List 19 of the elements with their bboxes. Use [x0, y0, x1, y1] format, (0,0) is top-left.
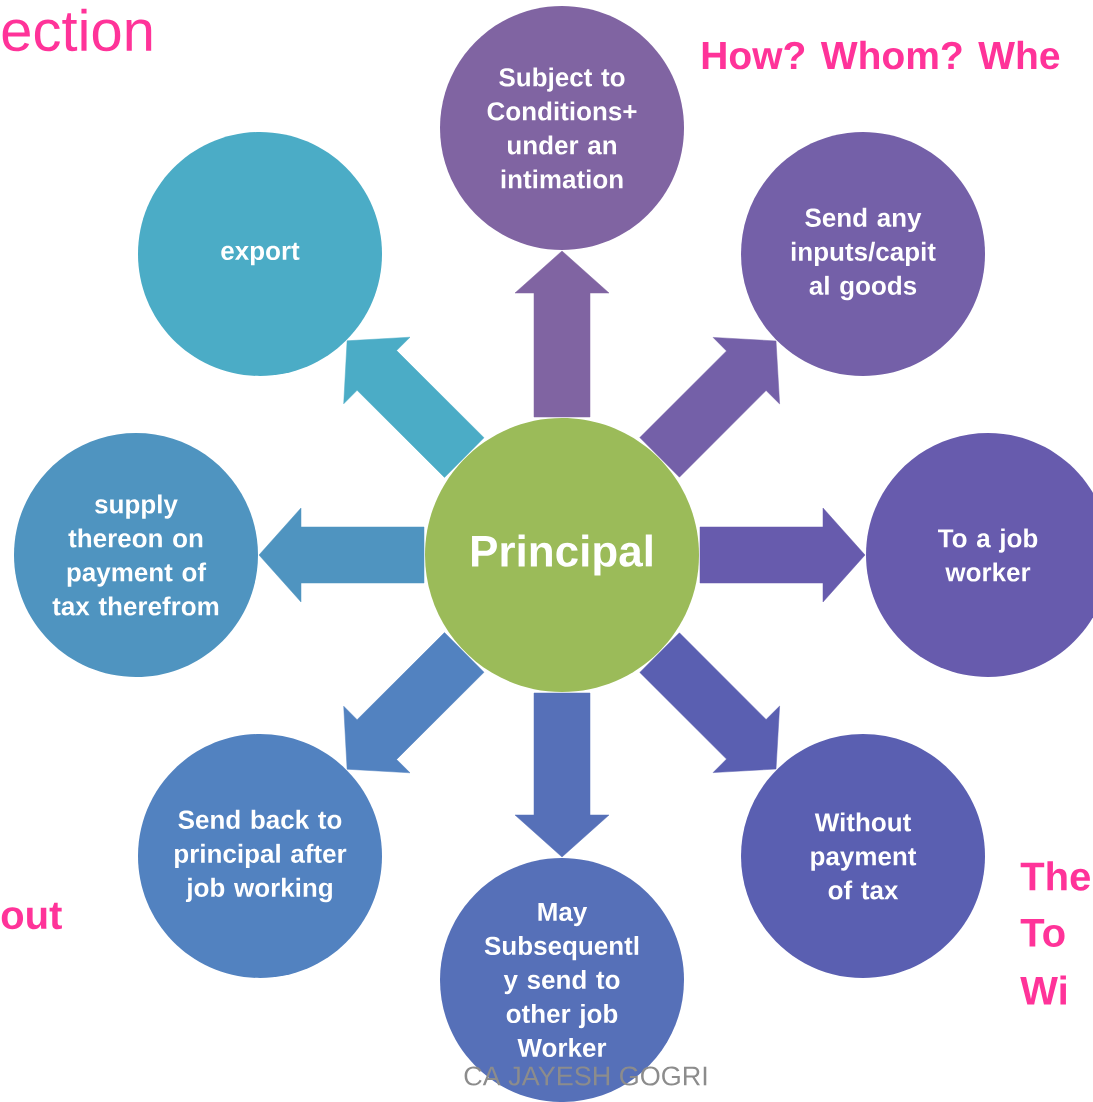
block-arrow — [258, 507, 425, 603]
heading-text: How? Whom? Whe — [702, 40, 1060, 70]
circle-node: Send any inputs/capit al goods — [741, 132, 985, 376]
circle-node: supply thereon on payment of tax therefrom — [14, 433, 258, 677]
block-arrow — [343, 336, 485, 478]
circle-node: Subject to Conditions+ under an intimation — [440, 6, 684, 250]
circle-node: Principal — [425, 418, 699, 692]
block-arrow — [514, 250, 610, 418]
heading-text: out — [1, 902, 62, 930]
circle-node: Send back to principal after job working — [138, 734, 382, 978]
block-arrow — [639, 337, 780, 478]
block-arrow — [639, 632, 780, 773]
block-arrow — [343, 632, 485, 774]
circle-node: export — [138, 132, 382, 376]
circle-node: Without payment of tax — [741, 734, 985, 978]
block-arrow — [514, 692, 610, 858]
heading-text: ection — [2, 8, 152, 52]
block-arrow — [699, 507, 866, 603]
heading-text: Wi — [1020, 975, 1066, 1005]
